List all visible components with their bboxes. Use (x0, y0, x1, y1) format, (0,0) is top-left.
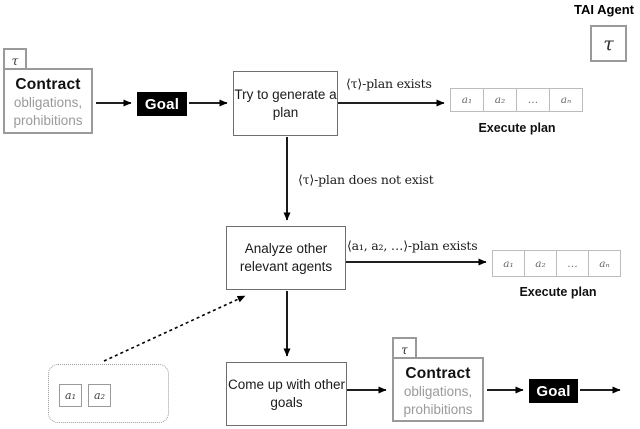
execute-plan-caption-1: Execute plan (478, 121, 556, 135)
contract1-title: Contract (15, 76, 81, 93)
goal1-node: Goal (137, 92, 187, 116)
agent-cell: a₂ (88, 384, 111, 407)
contract2-obligations: obligations, (403, 384, 473, 399)
plan-action-cell: a₂ (483, 88, 517, 112)
execute-plan-caption-2: Execute plan (519, 285, 597, 299)
edge-label-tau-plan-not-exist: ⟨τ⟩-plan does not exist (298, 172, 434, 187)
plan-ellipsis-cell: … (516, 88, 550, 112)
execute-plan-row-1: a₁ a₂ … aₙ (450, 88, 583, 112)
tai-agent-symbol-box: τ (590, 25, 627, 62)
plan-action-cell: aₙ (588, 250, 621, 277)
come-up-goals-label: Come up with other goals (227, 377, 346, 410)
edge-label-tau-plan-exists: ⟨τ⟩-plan exists (346, 76, 432, 91)
analyze-agents-node: Analyze other relevant agents (226, 226, 346, 290)
goal2-node: Goal (529, 379, 578, 403)
tai-agent-label: TAI Agent (574, 2, 634, 17)
contract1-card: Contract obligations, prohibitions (3, 68, 93, 134)
tau-icon: τ (11, 53, 19, 68)
edge-label-multi-plan-exists: ⟨a₁, a₂, …⟩-plan exists (347, 238, 478, 253)
analyze-agents-label: Analyze other relevant agents (239, 241, 333, 274)
execute-plan-row-2: a₁ a₂ … aₙ (492, 250, 621, 277)
contract2-card: Contract obligations, prohibitions (392, 357, 484, 422)
plan-action-cell: a₂ (524, 250, 557, 277)
contract2-prohibitions: prohibitions (403, 402, 473, 417)
agent-pool: a₁ a₂ (48, 364, 169, 423)
arrow-pool-to-analyze-dashed (103, 295, 246, 362)
tau-icon: τ (603, 32, 614, 55)
plan-ellipsis-cell: … (556, 250, 589, 277)
contract1-obligations: obligations, (13, 95, 83, 110)
try-generate-plan-label: Try to generate a plan (234, 86, 337, 120)
plan-action-cell: aₙ (549, 88, 583, 112)
plan-action-cell: a₁ (492, 250, 525, 277)
come-up-goals-node: Come up with other goals (226, 362, 347, 426)
plan-action-cell: a₁ (450, 88, 484, 112)
tau-icon: τ (401, 342, 408, 357)
contract1-prohibitions: prohibitions (13, 113, 83, 128)
agent-cell: a₁ (59, 384, 82, 407)
contract2-title: Contract (405, 365, 471, 382)
try-generate-plan-node: Try to generate a plan (233, 71, 338, 136)
